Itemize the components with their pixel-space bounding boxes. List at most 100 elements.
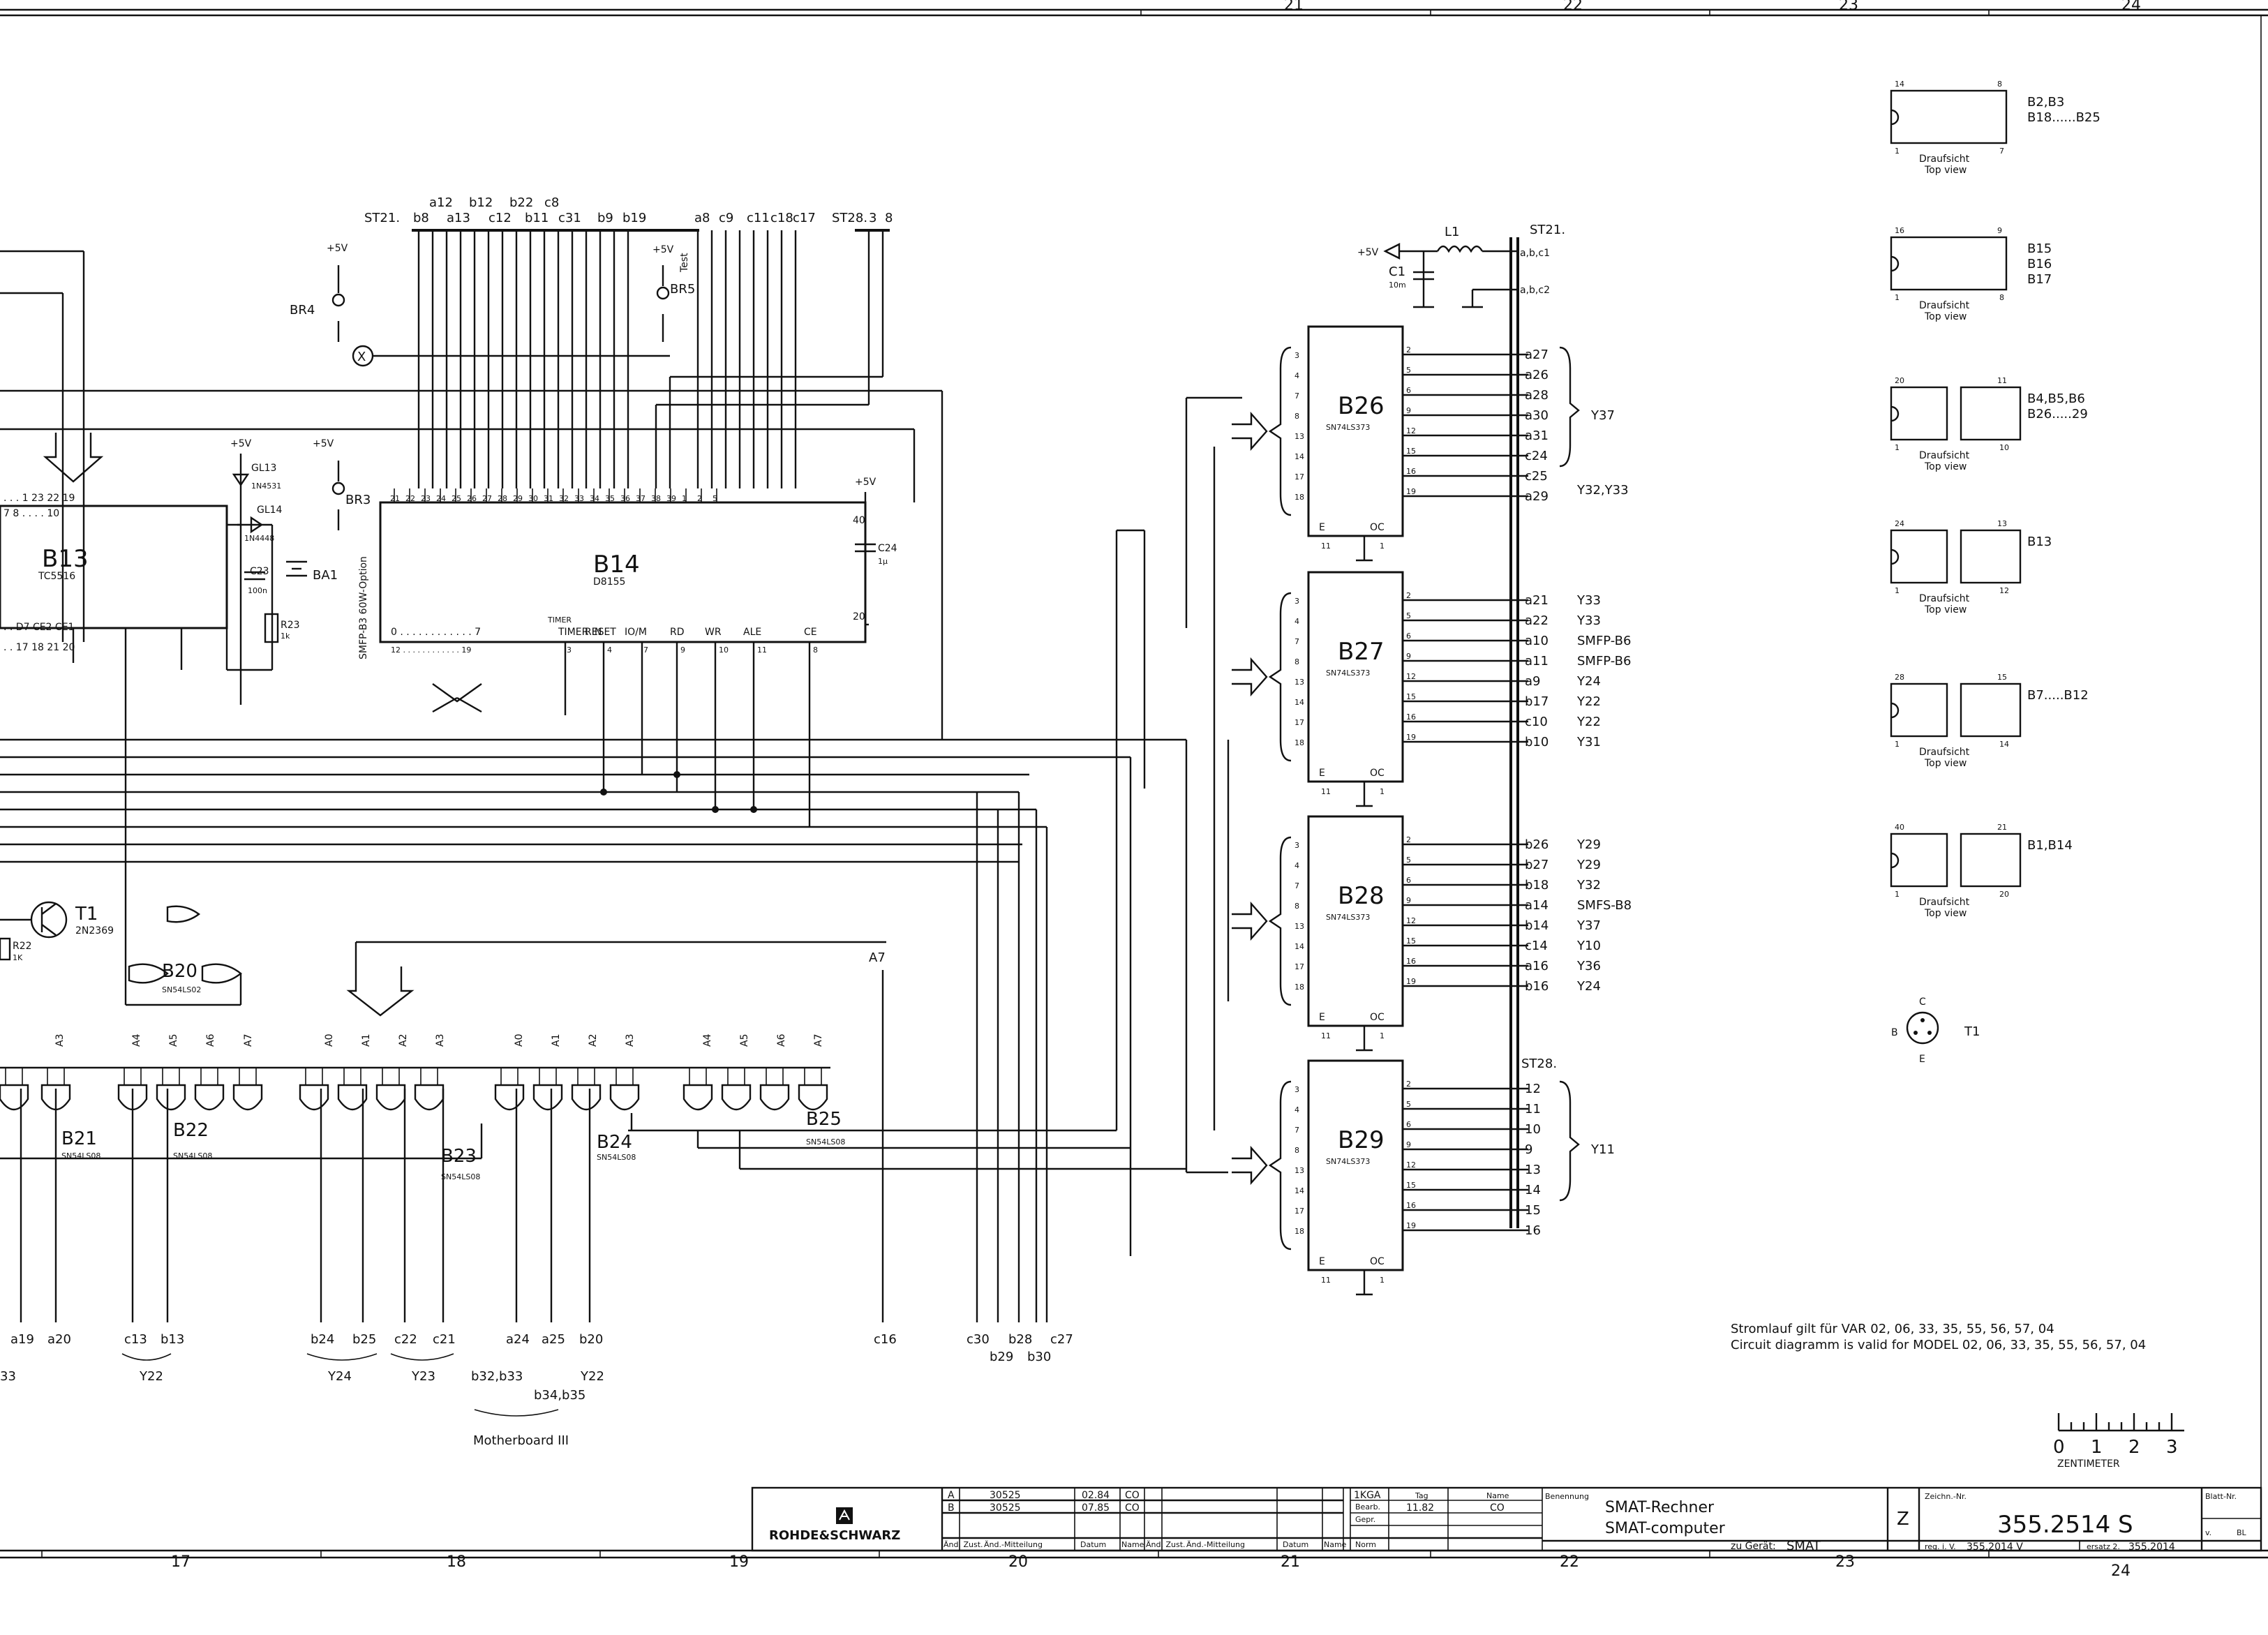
- svg-text:A0: A0: [514, 1034, 525, 1047]
- st21-pin: c9: [719, 211, 733, 225]
- and-gate: [571, 1084, 602, 1111]
- b14-top-pin: 22: [405, 494, 415, 503]
- latch-ctrl-e: E: [1319, 522, 1325, 533]
- svg-text:355.2014 V: 355.2014 V: [1967, 1541, 2023, 1553]
- pinout-parts: B13: [2027, 535, 2052, 549]
- jumper-br5: +5V Test BR5: [652, 244, 695, 342]
- latch-signal-note: SMFS-B8: [1577, 898, 1632, 913]
- latch-signal-note: Y32,Y33: [1576, 483, 1629, 498]
- latch-output-pin: 16: [1406, 957, 1416, 966]
- br4-label: BR4: [290, 303, 315, 318]
- pinout-pin-top: 40: [1895, 823, 1904, 832]
- b21-label: B21: [61, 1128, 97, 1149]
- b14-top-pin: 35: [605, 494, 615, 503]
- b14-pin40: 40: [853, 515, 865, 526]
- bus-arrow-b13: [43, 433, 482, 713]
- pinout-sublabel: Top view: [1924, 165, 1967, 176]
- svg-text:b25: b25: [352, 1332, 376, 1347]
- latch-ctrl-oc: OC: [1370, 1256, 1385, 1267]
- latch-type: SN74LS373: [1326, 669, 1370, 678]
- pinout-parts: B1,B14: [2027, 838, 2073, 853]
- b14-data-pins: 0 . . . . . . . . . . . . 7: [391, 627, 481, 638]
- pinout-parts: B2,B3: [2027, 95, 2064, 110]
- svg-text:Name: Name: [1486, 1491, 1509, 1500]
- svg-text:A6: A6: [205, 1033, 216, 1047]
- latch-output-pin: 9: [1406, 1140, 1411, 1149]
- svg-text:Datum: Datum: [1080, 1540, 1106, 1549]
- x-marker: X: [357, 350, 366, 364]
- svg-text:33: 33: [0, 1369, 16, 1384]
- svg-text:A7: A7: [243, 1034, 254, 1047]
- svg-text:A7: A7: [813, 1034, 824, 1047]
- and-gate: [299, 1084, 329, 1111]
- ba1-label: BA1: [313, 568, 338, 583]
- pinout-b: B: [1891, 1027, 1898, 1038]
- svg-text:Y22: Y22: [580, 1369, 604, 1384]
- b14-rd: RD: [670, 627, 685, 638]
- latch-output-pin: 16: [1406, 467, 1416, 476]
- pinout-pin-bottom: 20: [1999, 890, 2009, 899]
- b14-top-pin: 21: [390, 494, 400, 503]
- svg-text:BL: BL: [2237, 1528, 2247, 1537]
- latch-signal: 13: [1525, 1163, 1541, 1177]
- latch-signal: a14: [1525, 898, 1549, 913]
- b14-top-pin: 31: [544, 494, 553, 503]
- latch-output-pin: 6: [1406, 632, 1411, 641]
- latch-pin-1: 1: [1380, 542, 1385, 551]
- and-gate: [232, 1084, 263, 1111]
- latch-ctrl-e: E: [1319, 1256, 1325, 1267]
- latch-ic: [1307, 815, 1404, 1027]
- st28-pin: 8: [885, 211, 893, 225]
- pinout-parts: B17: [2027, 272, 2052, 287]
- svg-text:11.82: 11.82: [1406, 1502, 1434, 1514]
- b14-top-pin: 25: [452, 494, 461, 503]
- latch-signal: a28: [1525, 388, 1549, 403]
- latch-signal: b18: [1525, 878, 1549, 893]
- latch-signal-note: Y29: [1576, 837, 1601, 852]
- latch-signal: b26: [1525, 837, 1549, 852]
- svg-text:a19: a19: [10, 1332, 34, 1347]
- latch-output-pin: 12: [1406, 916, 1416, 925]
- and-gate-labels: B21 SN54LS08 B22 SN54LS08 B23 SN54LS08 B…: [61, 1109, 845, 1181]
- gl14-label: GL14: [257, 505, 283, 516]
- input-arrow: [1232, 657, 1268, 697]
- st21-pin: c12: [488, 211, 512, 225]
- latch-signal: 14: [1525, 1183, 1541, 1197]
- svg-text:CO: CO: [1125, 1502, 1140, 1514]
- svg-text:10: 10: [719, 645, 729, 655]
- b25-type: SN54LS08: [806, 1137, 845, 1147]
- latch-input-pin: 7: [1295, 881, 1299, 890]
- svg-text:A3: A3: [435, 1034, 446, 1047]
- plus5v-label: +5V: [652, 244, 674, 255]
- b14-top-pin: 37: [636, 494, 646, 503]
- a7-label: A7: [869, 950, 886, 965]
- pinout-notch: [1890, 405, 1900, 422]
- grid-label-bottom: 20: [1008, 1553, 1028, 1571]
- title-block: ROHDE&SCHWARZ A 30525 02.84 CO B 30525 0…: [751, 1486, 2262, 1553]
- st21-pin: b12: [469, 195, 493, 210]
- latch-signal-note: Y29: [1576, 858, 1601, 872]
- pinout-body: [1890, 89, 2008, 144]
- latch-input-pin: 17: [1295, 472, 1304, 481]
- latch-output-pin: 12: [1406, 426, 1416, 435]
- latch-input-pin: 18: [1295, 983, 1304, 992]
- b14-top-pin: 39: [666, 494, 676, 503]
- svg-text:CO: CO: [1125, 1490, 1140, 1501]
- latch-signal: 16: [1525, 1223, 1541, 1238]
- cap-c24: +5V C24 1µ: [855, 477, 897, 579]
- latch-signal: 15: [1525, 1203, 1541, 1218]
- latch-input-pin: 17: [1295, 1207, 1304, 1216]
- b20-label: B20: [162, 961, 197, 982]
- latch-output-pin: 19: [1406, 733, 1416, 742]
- latch-input-pin: 7: [1295, 1126, 1299, 1135]
- grid-label-bottom: 18: [447, 1553, 466, 1571]
- b22-label: B22: [173, 1120, 209, 1141]
- svg-text:b13: b13: [161, 1332, 184, 1347]
- plus5v-label: +5V: [327, 243, 348, 254]
- pinout-pin-top: 20: [1895, 376, 1904, 385]
- l1-label: L1: [1445, 225, 1459, 239]
- latch-name: B27: [1338, 638, 1385, 666]
- grid-label-bottom: 24: [2111, 1562, 2131, 1580]
- r23-label: R23: [281, 620, 300, 631]
